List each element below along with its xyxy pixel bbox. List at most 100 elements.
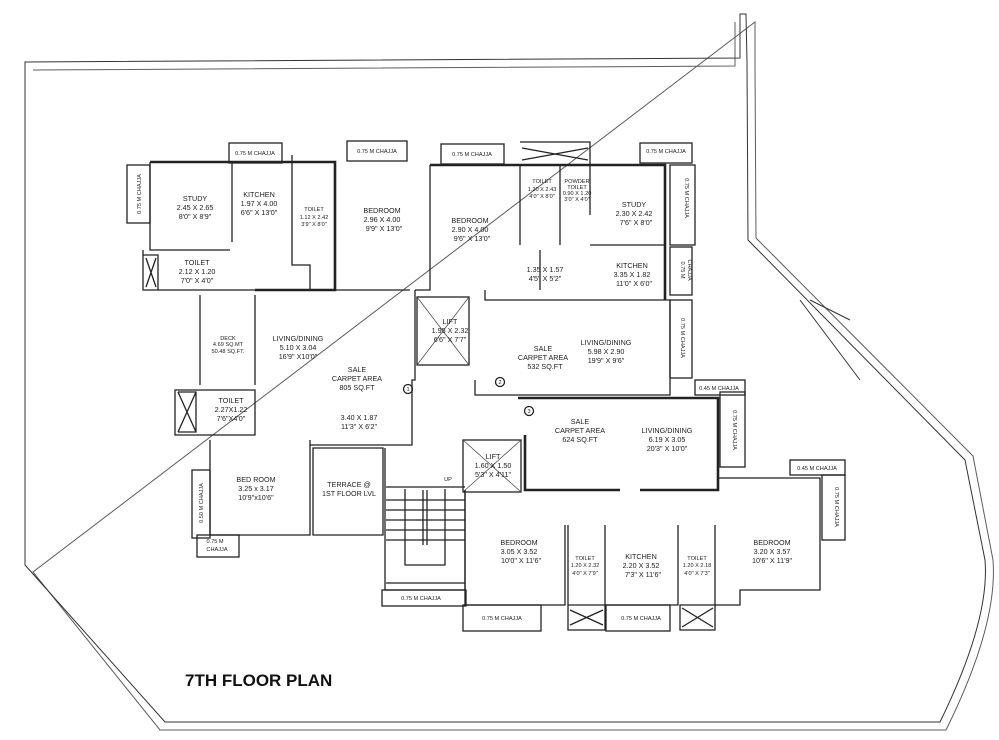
drawing-title: 7TH FLOOR PLAN (185, 671, 332, 690)
chajja-label: 0.75 M CHAJJA (683, 178, 689, 218)
room-label-text: BEDROOM (753, 538, 790, 547)
room-label-text: 4.69 SQ.MT (213, 342, 244, 348)
room-label-text: 1.97 X 4.00 (241, 199, 278, 208)
room-label-text: 3'0" X 4'0" (564, 197, 589, 203)
room-label-text: 3.25 x 3.17 (238, 484, 274, 493)
room-label-text: KITCHEN (616, 261, 648, 270)
room-label-text: KITCHEN (243, 190, 275, 199)
room-label-text: 3.20 X 3.57 (754, 547, 791, 556)
chajja-labels: 0.75 M CHAJJA 0.75 M CHAJJA 0.75 M CHAJJ… (137, 149, 839, 622)
room-label-text: STUDY (183, 194, 208, 203)
room-label-text: 624 SQ.FT (562, 435, 598, 444)
room-label-text: 1.35 X 1.57 (527, 265, 564, 274)
room-label-text: SALE (348, 365, 367, 374)
room-label-text: LIFT (486, 452, 501, 461)
room-label-text: DECK (220, 336, 236, 342)
chajja-label: 0.75 M CHAJJA (137, 174, 143, 214)
room-label-text: CARPET AREA (555, 426, 605, 435)
site-boundary (24, 13, 994, 731)
room-label-text: TOILET (532, 179, 552, 185)
room-label-text: 1.20 X 2.32 (571, 563, 600, 569)
chajja-label: 0.45 M CHAJJA (699, 386, 739, 392)
room-label-text: 19'9" X 9'6" (588, 356, 625, 365)
chajja-label: 0.75 M (206, 539, 223, 545)
room-label-text: LIFT (443, 317, 458, 326)
room-label-text: 532 SQ.FT (527, 362, 563, 371)
room-label-text: 10'9"x10'6" (238, 493, 274, 502)
unit-number: 2 (498, 380, 501, 386)
chajja-label: CHAJJA (206, 547, 227, 553)
room-label-text: SALE (571, 417, 590, 426)
room-label-text: BED ROOM (236, 475, 275, 484)
room-label-text: 3.40 X 1.87 (341, 413, 378, 422)
chajja-label: 0.75 M CHAJJA (452, 152, 492, 158)
room-label-text: 16'9" X10'0" (279, 352, 318, 361)
room-label-text: 10'0" X 11'6" (501, 556, 542, 565)
room-label-text: TERRACE @ (327, 480, 371, 489)
room-label-text: 9'6" X 13'0" (454, 234, 491, 243)
room-label-text: 8'0" X 8'9" (179, 212, 212, 221)
chajja-label: 0.75 M CHAJJA (235, 151, 275, 157)
room-label-text: 6'6" X 7'7" (434, 335, 467, 344)
room-label-text: LIVING/DINING (273, 334, 324, 343)
room-label-text: 1.20 X 2.18 (683, 563, 712, 569)
room-passage-2: 1.35 X 1.574'5" X 5'2" (527, 265, 564, 283)
room-label-text: 1.95 X 2.32 (432, 326, 469, 335)
room-label-text: KITCHEN (625, 552, 657, 561)
chajja-label: 0.75 M CHAJJA (401, 596, 441, 602)
room-label-text: 5.98 X 2.90 (588, 347, 625, 356)
room-label-text: 0.90 X 1.20 (563, 191, 592, 197)
room-label-text: SALE (534, 344, 553, 353)
room-label-text: BEDROOM (363, 206, 400, 215)
room-label-text: 1.60 X 1.50 (475, 461, 512, 470)
room-label-text: 50.48 SQ.FT. (212, 349, 245, 355)
room-label-text: 2.30 X 2.42 (616, 209, 653, 218)
lift-1 (416, 296, 470, 366)
room-label-text: 2.20 X 3.52 (623, 561, 660, 570)
unit-number: 3 (527, 409, 530, 415)
room-label-text: 2.90 X 4.00 (452, 225, 489, 234)
staircase (384, 448, 466, 591)
room-label-text: 1.12 X 2.42 (300, 215, 329, 221)
chajja-label: 0.45 M CHAJJA (797, 466, 837, 472)
room-label-text: CARPET AREA (518, 353, 568, 362)
room-label-text: 805 SQ.FT (339, 383, 375, 392)
room-label-text: 1.20 X 2.43 (528, 187, 557, 193)
room-label-text: 4'5" X 5'2" (529, 274, 562, 283)
chajja-label: 0.50 M CHAJJA (199, 483, 205, 523)
room-label-text: TOILET (218, 396, 244, 405)
chajja-label: CHAJJA (686, 259, 692, 280)
chajja-label: 0.75 M (679, 261, 685, 278)
room-label-text: 5'3" X 4'11" (475, 470, 512, 479)
lift-2 (462, 439, 522, 493)
room-label-text: 4'0" X 7'3" (684, 571, 709, 577)
chajja-label: 0.75 M CHAJJA (357, 149, 397, 155)
terrace-label: TERRACE @1ST FLOOR LVL (322, 480, 376, 498)
room-label-text: LIVING/DINING (642, 426, 693, 435)
room-label-text: 11'3" X 6'2" (341, 422, 378, 431)
room-label-text: 20'3" X 10'0" (647, 444, 688, 453)
unit-number: 1 (406, 387, 409, 393)
room-label-text: 7'3" X 11'6" (625, 570, 662, 579)
chajja-label: 0.75 M CHAJJA (646, 149, 686, 155)
room-label-text: 1ST FLOOR LVL (322, 489, 376, 498)
room-label-text: 3.35 X 1.82 (614, 270, 651, 279)
room-label-text: 2.45 X 2.65 (177, 203, 214, 212)
